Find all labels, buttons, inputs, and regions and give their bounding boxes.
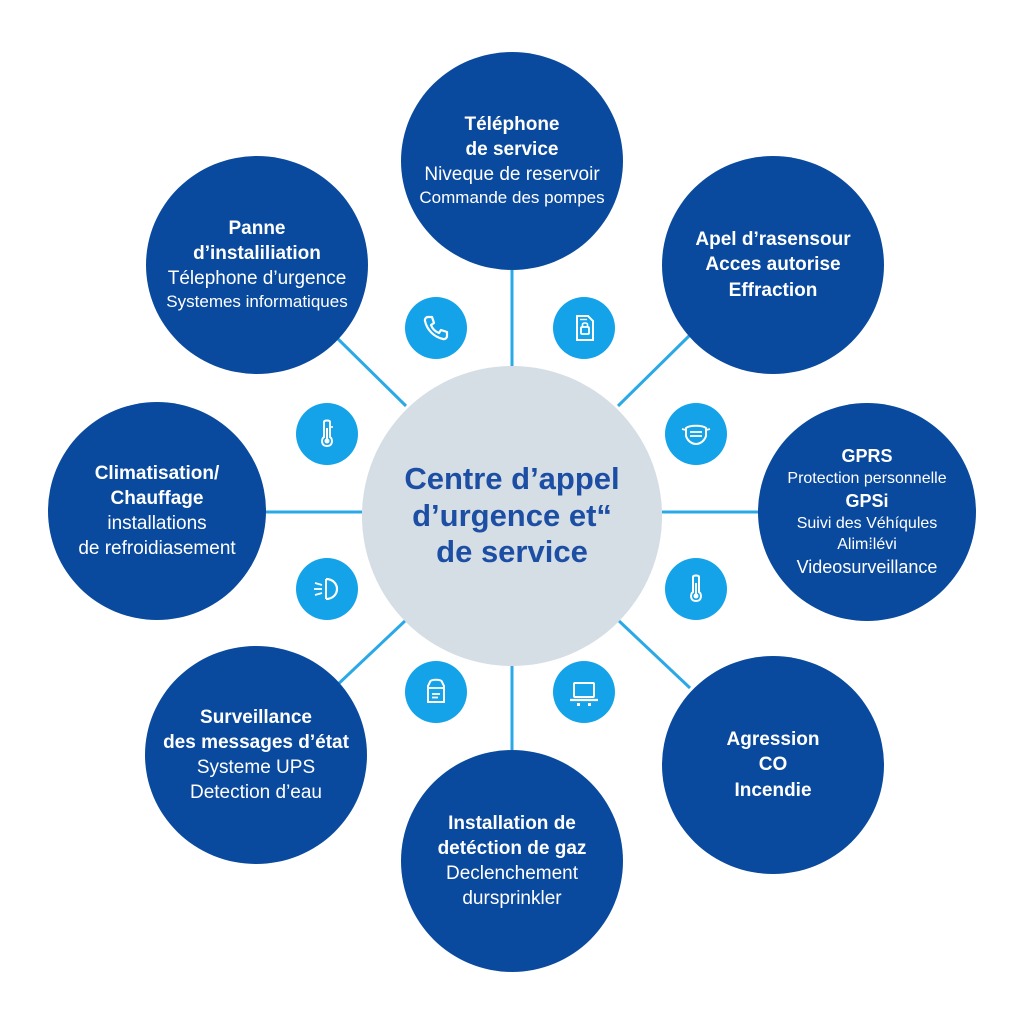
sim-card-icon [553,297,615,359]
node-title: de service [465,139,559,161]
node-item: Effraction [728,279,818,301]
lamp-icon [296,558,358,620]
node-title: des messages d’état [163,731,349,753]
thermometer-icon [296,403,358,465]
node-installation-detection-gaz: Installation de detéction de gaz Declenc… [401,750,623,972]
node-item: Alim⁞lévi [837,536,897,554]
node-title: detéction de gaz [437,837,587,859]
node-item: Systemes informatiques [166,292,348,312]
connector-top-right [616,333,692,408]
node-title: Chauffage [110,487,204,509]
node-telephone-de-service: Téléphone de service Niveque de reservoi… [401,52,623,270]
center-title-line: Centre d’appel [404,461,620,497]
node-agression: Agression CO Incendie [662,656,884,874]
node-title: d’instaliliation [193,243,321,265]
node-item: Incendie [734,779,812,801]
connector-bottom-right [616,618,692,690]
node-item: installations [107,513,207,534]
thermometer-icon [665,558,727,620]
node-item: Apel d’rasensour [695,229,851,251]
node-title: Installation de [448,812,576,834]
center-title-line: d’urgence et“ [412,497,612,533]
gas-detector-icon [405,661,467,723]
node-item: dursprinkler [462,888,562,910]
node-item: CO [758,754,788,776]
node-item: Declenchement [445,863,579,884]
node-item: Protection personnelle [787,470,947,488]
node-item: Commande des pompes [419,188,605,208]
connector-top-left [332,333,408,408]
node-climatisation-chauffage: Climatisation/ Chauffage installations d… [48,402,266,620]
node-item: Suivi des Véhíqules [796,515,938,533]
node-gprs: GPRS Protection personnelle GPSi Suivi d… [758,403,976,621]
node-title: GPSi [845,490,889,511]
node-item: Systeme UPS [196,757,316,778]
node-title: Téléphone [464,114,560,136]
node-apel-rasensour: Apel d’rasensour Acces autorise Effracti… [662,156,884,374]
node-item: Niveque de reservoir [424,164,600,186]
node-panne-installation: Panne d’instaliliation Télephone d’urgen… [146,156,368,374]
node-title: Panne [228,218,286,240]
node-title: Surveillance [200,706,312,728]
mask-icon [665,403,727,465]
center-title-line: de service [436,534,588,570]
node-item: de refroidiasement [78,538,236,560]
node-item: Acces autorise [705,254,841,276]
phone-icon [405,297,467,359]
node-surveillance-messages: Surveillance des messages d’état Systeme… [145,646,367,864]
node-title: Climatisation/ [94,462,220,484]
node-title: GPRS [841,445,893,466]
connector-bottom-left [332,618,408,690]
node-item: Videosurveillance [796,556,938,577]
node-item: Télephone d’urgence [167,268,347,290]
center-hub: Centre d’appel d’urgence et“ de service [362,366,662,666]
laptop-icon [553,661,615,723]
node-item: Detection d’eau [189,782,323,804]
node-item: Agression [726,729,820,751]
